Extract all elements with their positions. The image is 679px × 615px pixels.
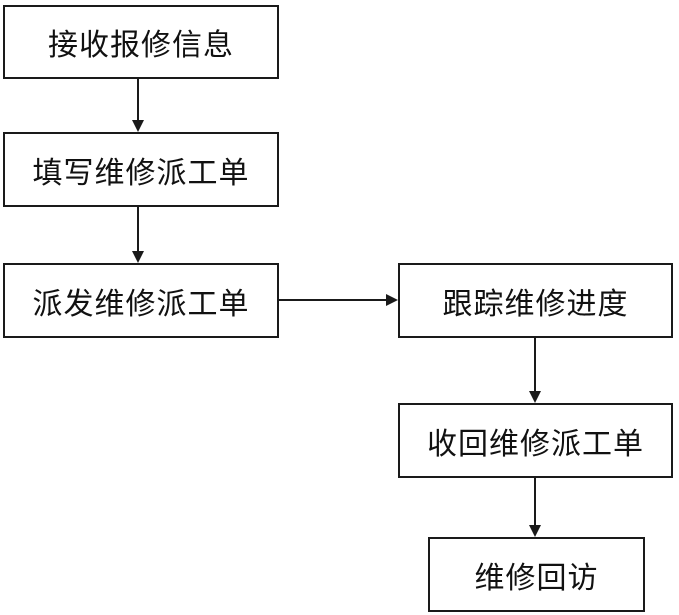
step-repair-revisit: 维修回访	[428, 537, 645, 612]
step-fill-work-order: 填写维修派工单	[3, 132, 279, 207]
step-label: 维修回访	[474, 560, 599, 596]
step-label: 填写维修派工单	[32, 155, 250, 191]
step-label: 跟踪维修进度	[442, 286, 629, 322]
step-dispatch-work-order: 派发维修派工单	[3, 263, 279, 338]
step-collect-work-order: 收回维修派工单	[398, 403, 673, 478]
step-track-progress: 跟踪维修进度	[398, 263, 673, 338]
step-receive-repair-info: 接收报修信息	[3, 5, 279, 79]
step-label: 收回维修派工单	[427, 426, 644, 462]
step-label: 接收报修信息	[48, 28, 234, 63]
step-label: 派发维修派工单	[32, 286, 250, 322]
